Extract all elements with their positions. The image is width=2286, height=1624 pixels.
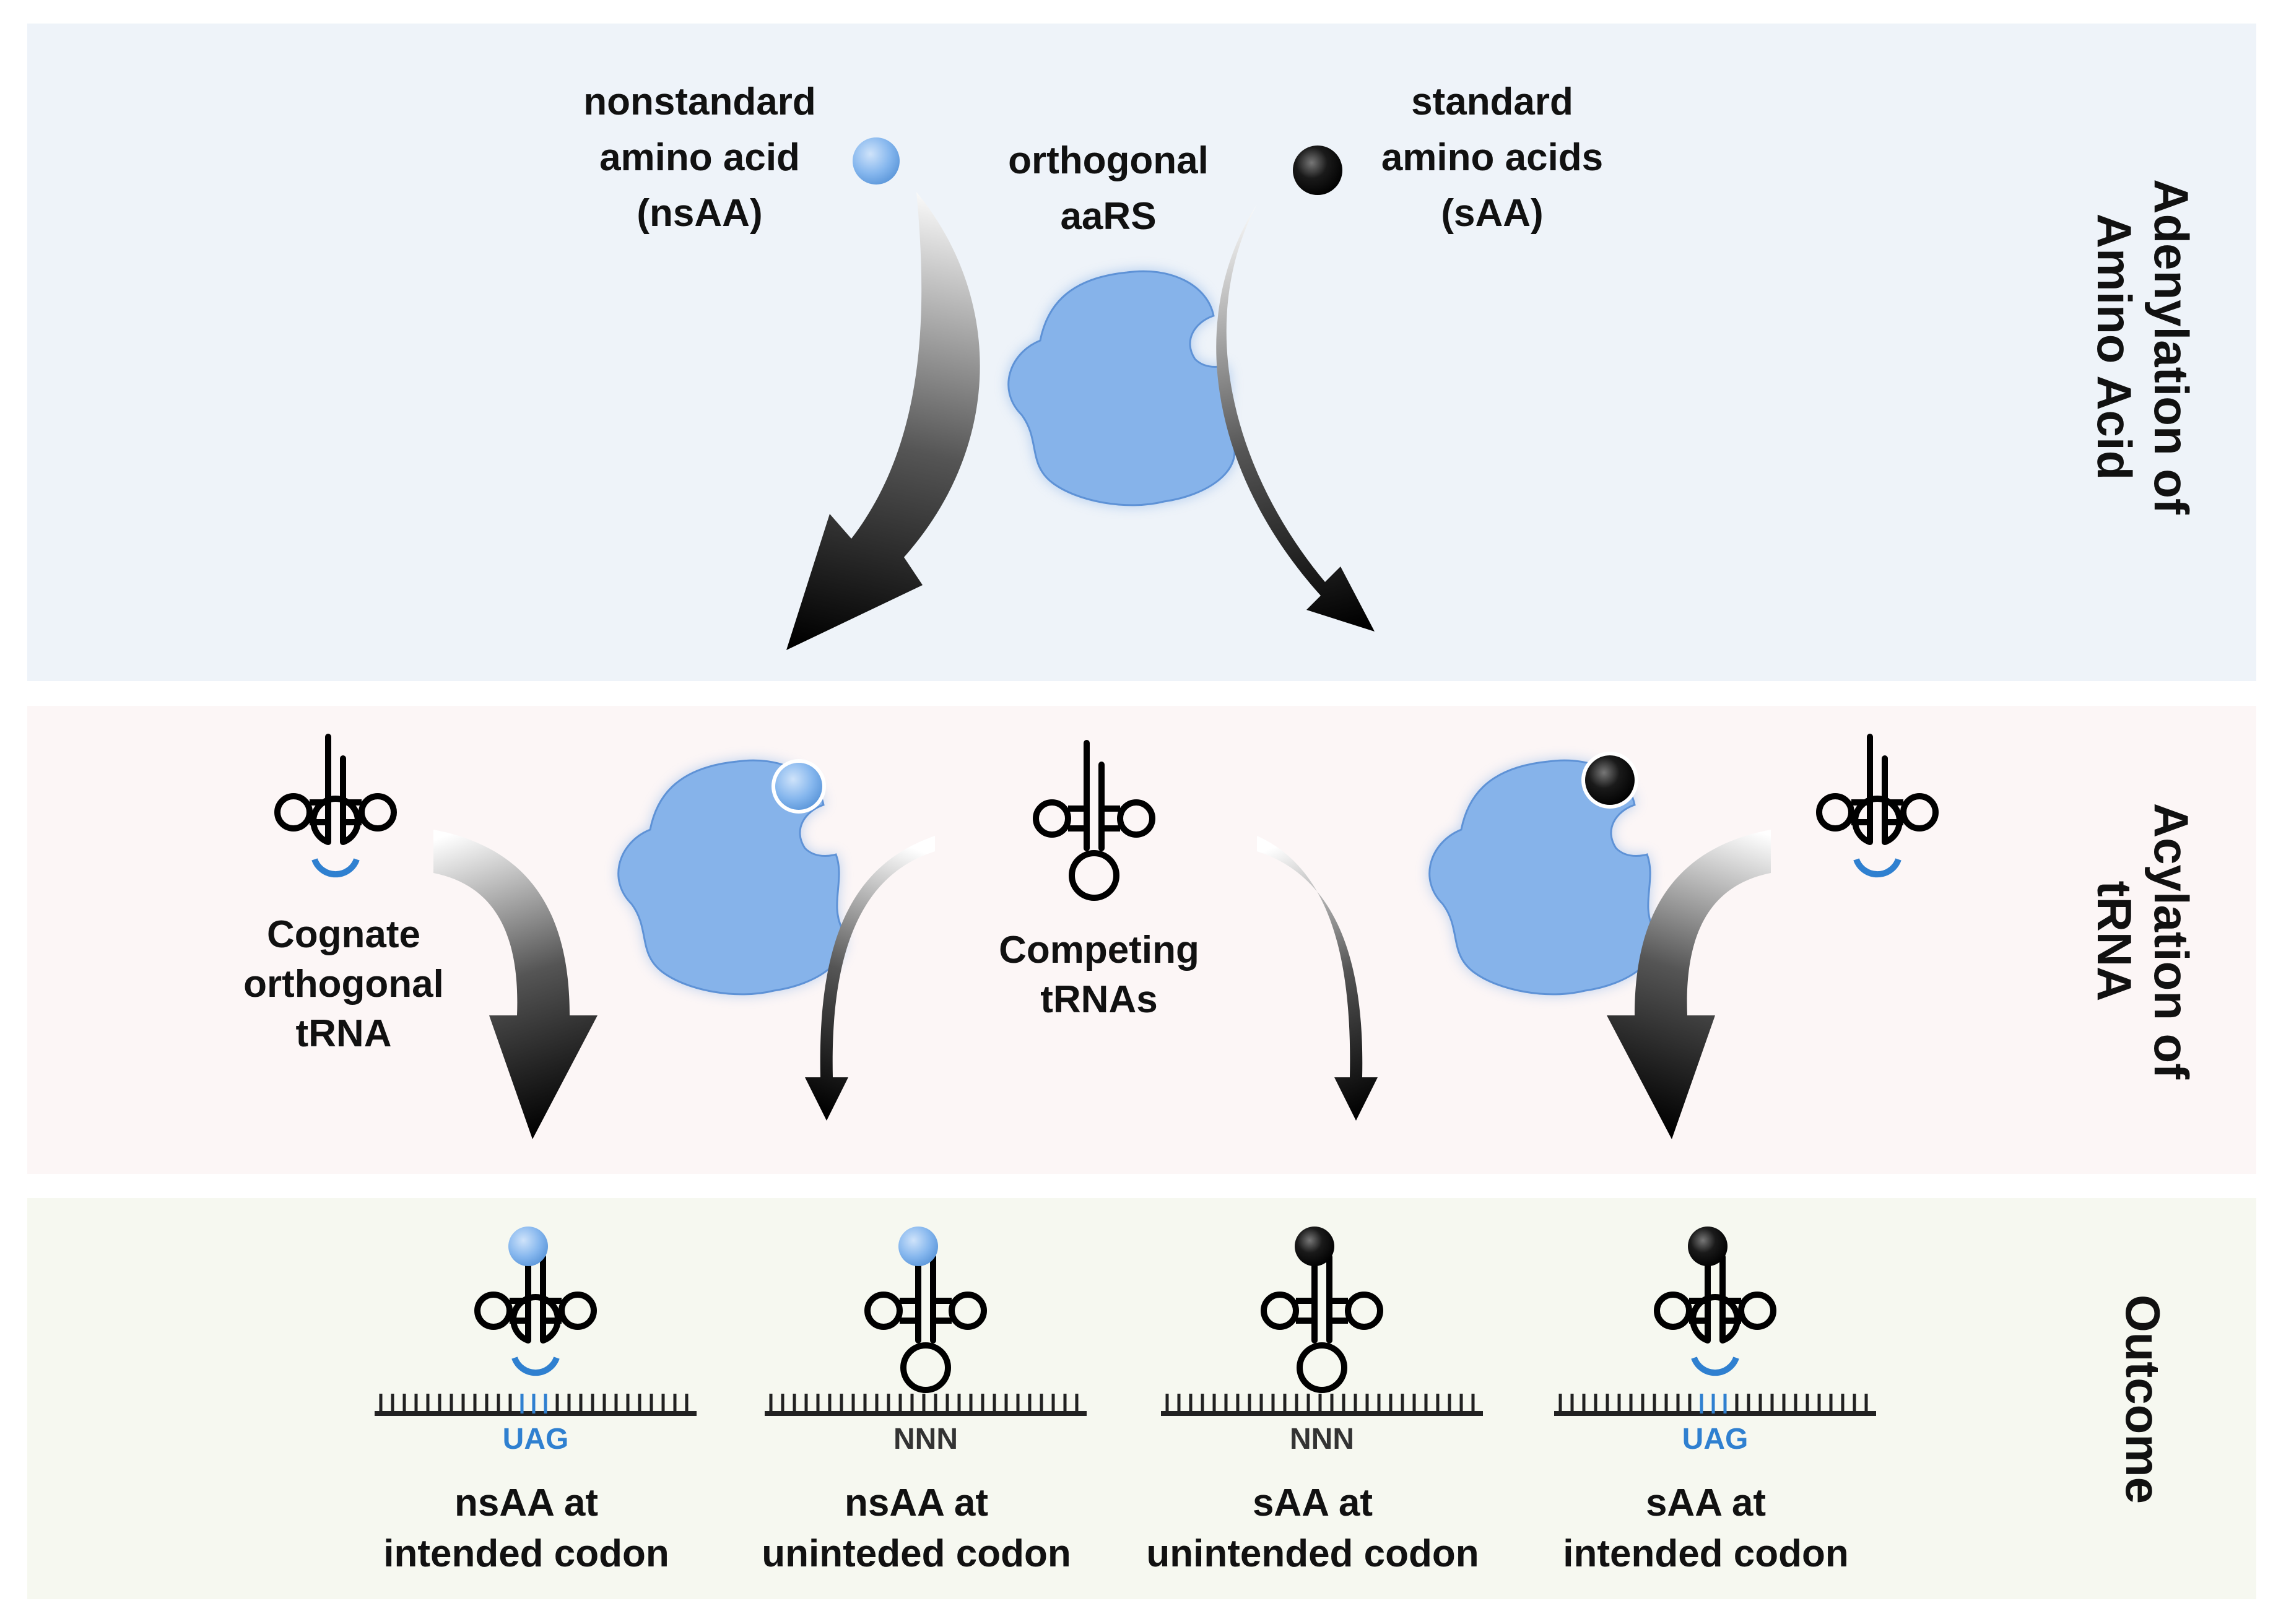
arrow-nsaa-adenylation [786,192,980,650]
outcome-3: NNN sAA at unintended codon [1146,1227,1483,1575]
outcome-label-line1: nsAA at [845,1482,988,1524]
aars-saa-complex-icon [1428,752,1657,996]
competing-label-line2: tRNAs [1040,978,1157,1021]
nsaa-label-line1: nonstandard [583,80,815,123]
arrow-competing-nsaa [805,836,935,1121]
saa-label-line3: (sAA) [1441,192,1543,235]
codon-label: UAG [503,1423,569,1456]
right-orthogonal-trna-icon [1819,737,1936,878]
mrna-strand [765,1394,1087,1416]
nsaa-ball-icon [508,1227,548,1266]
section-label-adenylation: Adenylation of Amino Acid [2087,179,2199,515]
codon-label: NNN [1290,1423,1354,1456]
codon-label: UAG [1682,1423,1749,1456]
saa-label-line2: amino acids [1381,136,1603,179]
mrna-strand [1161,1394,1483,1416]
section-label-outcome-line1: Outcome [2116,1295,2170,1504]
arrow-cognate-nsaa [433,830,598,1139]
outcome-label-line1: sAA at [1253,1482,1373,1524]
outcome-label-line1: nsAA at [454,1482,598,1524]
enzyme-label-line2: aaRS [1060,195,1156,238]
section-label-acylation-line2: tRNA [2087,881,2142,1002]
aars-nsaa-complex-icon [617,759,846,996]
outcome-trna-icon [1657,1235,1773,1376]
outcome-trna-icon [867,1235,984,1393]
cognate-label-line2: orthogonal [243,963,444,1005]
nsaa-label-line2: amino acid [599,136,800,179]
arrow-orthogonal-saa [1607,830,1771,1139]
outcome-label-line2: intended codon [1563,1532,1849,1575]
nsaa-ball-icon [853,137,900,185]
section-label-adenylation-line2: Amino Acid [2087,214,2142,480]
outcomes-row: UAG nsAA at intended codon NNN nsAA at uninte… [375,1227,1876,1575]
competing-trna-icon [1036,743,1152,901]
mrna-strand [1554,1394,1876,1416]
outcome-label-line2: uninteded codon [762,1532,1071,1575]
codon-label: NNN [893,1423,958,1456]
section-label-outcome: Outcome [2116,1295,2170,1504]
competing-label-line1: Competing [999,929,1199,971]
cognate-label-line1: Cognate [267,913,420,956]
arrow-saa-adenylation [1216,204,1375,632]
nsaa-label-line3: (nsAA) [637,192,762,235]
nsaa-ball-icon [898,1227,938,1266]
saa-ball-icon [1688,1227,1728,1266]
outcome-trna-icon [1264,1235,1380,1393]
mrna-strand [375,1394,697,1416]
cognate-trna-icon [277,737,394,878]
cognate-label-line3: tRNA [296,1012,392,1055]
section-label-acylation-line1: Acylation of [2144,803,2199,1080]
outcome-4: UAG sAA at intended codon [1554,1227,1876,1575]
saa-ball-icon [1293,145,1342,195]
saa-label-line1: standard [1411,80,1573,123]
enzyme-label-line1: orthogonal [1008,139,1209,182]
arrow-competing-saa [1257,836,1378,1121]
outcome-2: NNN nsAA at uninteded codon [762,1227,1087,1575]
outcome-label-line2: unintended codon [1146,1532,1479,1575]
section-label-adenylation-line1: Adenylation of [2144,179,2199,515]
outcome-1: UAG nsAA at intended codon [375,1227,697,1575]
saa-ball-icon [1295,1227,1334,1266]
outcome-trna-icon [477,1235,594,1376]
panel-outcome [27,1198,2256,1599]
section-label-acylation: Acylation of tRNA [2087,803,2199,1080]
outcome-label-line1: sAA at [1646,1482,1766,1524]
outcome-label-line2: intended codon [383,1532,669,1575]
